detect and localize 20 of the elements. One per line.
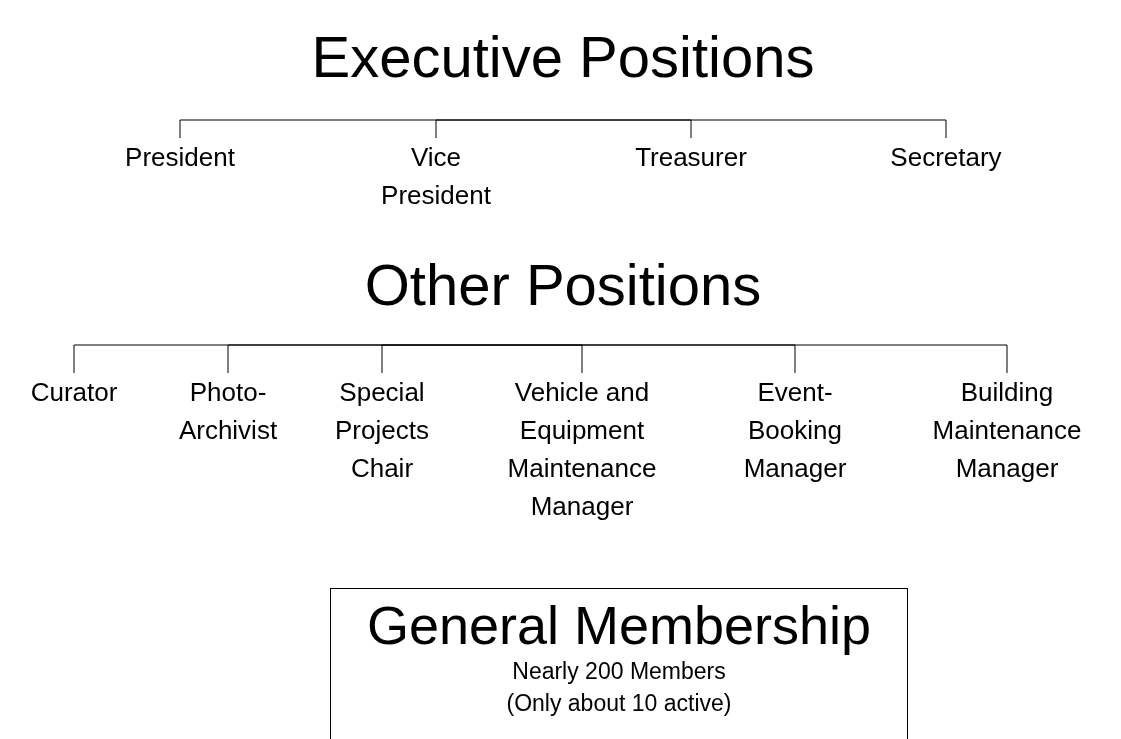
- position-label: Photo-Archivist: [177, 376, 279, 447]
- box-heading: General Membership: [365, 595, 873, 655]
- position-label: Vice President: [380, 141, 492, 212]
- position-label: Treasurer: [634, 141, 748, 174]
- position-label: Vehicle and Equipment Maintenance Manager: [506, 376, 658, 523]
- connector-line: [381, 344, 564, 374]
- position-label: Curator: [29, 376, 119, 409]
- connector-line: [562, 119, 947, 139]
- position-label: Building Maintenance Manager: [931, 376, 1083, 485]
- position-label: Event-Booking Manager: [742, 376, 848, 485]
- section-heading: Other Positions: [363, 254, 763, 316]
- box-text: (Only about 10 active): [505, 689, 733, 718]
- position-label: President: [124, 141, 236, 174]
- box-text: Nearly 200 Members: [511, 657, 727, 686]
- section-heading: Executive Positions: [310, 26, 816, 88]
- position-label: Secretary: [889, 141, 1003, 174]
- connector-line: [562, 344, 1008, 374]
- membership-box: [330, 588, 908, 739]
- connector-line: [435, 119, 564, 139]
- position-label: Special Projects Chair: [334, 376, 430, 485]
